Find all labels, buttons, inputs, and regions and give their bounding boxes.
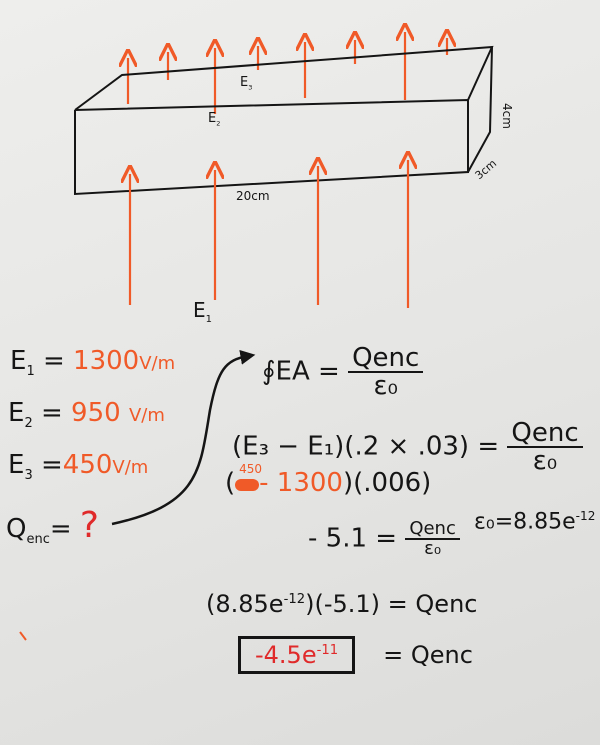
denominator: ε₀ [424, 538, 442, 559]
given-e2: E2 = 950 V/m [8, 400, 165, 430]
numerator: Qenc [507, 420, 583, 448]
step-3: (450- 1300)(.006) [225, 463, 432, 498]
scratched-out-value: 450 [235, 463, 262, 491]
scribble-mark [19, 631, 27, 641]
label-e3: E3 [240, 76, 252, 91]
lhs: (E₃ − E₁)(.2 × .03) = [232, 431, 500, 462]
value: ε₀=8.85e [474, 509, 576, 535]
unit: V/m [128, 405, 165, 426]
subscript: 3 [24, 468, 33, 484]
value: - 1300 [259, 468, 343, 498]
unknown-qenc: Qenc= ? [6, 505, 100, 548]
symbol: E [8, 450, 25, 480]
box-outline [74, 45, 494, 196]
rest: )(-5.1) = Qenc [305, 590, 478, 618]
flow-arrow [111, 349, 256, 526]
final-answer: -4.5e-11 = Qenc [238, 636, 473, 674]
value: 450 [62, 450, 113, 480]
unit: V/m [139, 353, 176, 374]
lhs: ∮EA = [262, 356, 340, 387]
step-5: (8.85e-12)(-5.1) = Qenc [206, 592, 477, 616]
factor: )(.006) [342, 468, 432, 498]
question-mark: ? [79, 505, 100, 546]
answer-exponent: -11 [316, 643, 339, 658]
equals: = [42, 346, 65, 376]
symbol: Q [6, 514, 27, 544]
exponent: -12 [283, 592, 306, 607]
symbol: E [8, 398, 25, 428]
denominator: ε₀ [373, 371, 398, 401]
exponent: -12 [575, 509, 596, 523]
unit: V/m [112, 457, 149, 478]
value: (8.85e [206, 590, 284, 618]
denominator: ε₀ [532, 446, 558, 476]
answer-box: -4.5e-11 [238, 636, 356, 674]
e3-symbol: E [240, 75, 249, 90]
equals: = [40, 398, 63, 428]
subscript: 1 [26, 364, 35, 380]
subscript: 2 [24, 416, 33, 432]
numerator: Qenc [405, 520, 460, 540]
field-arrows-top [128, 32, 447, 114]
label-length: 20cm [236, 189, 270, 203]
answer-value: -4.5e [255, 641, 317, 669]
e1-symbol: E [193, 298, 206, 322]
epsilon-value: ε₀=8.85e-12 [474, 510, 595, 533]
label-e1: E1 [193, 300, 212, 325]
label-height: 4cm [499, 103, 514, 129]
value: 1300 [73, 346, 140, 376]
label-e2: E2 [208, 112, 220, 127]
equals: = [49, 514, 72, 544]
e2-subscript: 2 [216, 119, 221, 128]
paren: ( [225, 468, 236, 498]
given-e3: E3 =450V/m [8, 452, 148, 482]
correction: 450 [239, 462, 263, 476]
symbol: E [10, 346, 27, 376]
e1-subscript: 1 [205, 314, 213, 325]
equals: = [40, 450, 63, 480]
lhs: - 5.1 = [308, 523, 398, 554]
value: 950 [71, 398, 121, 428]
e3-subscript: 3 [248, 83, 253, 92]
field-arrows-bottom [130, 160, 408, 308]
given-e1: E1 = 1300V/m [10, 348, 175, 378]
answer-rhs: = Qenc [383, 641, 473, 669]
e2-symbol: E [208, 111, 217, 126]
numerator: Qenc [348, 345, 424, 373]
subscript: enc [26, 532, 50, 548]
